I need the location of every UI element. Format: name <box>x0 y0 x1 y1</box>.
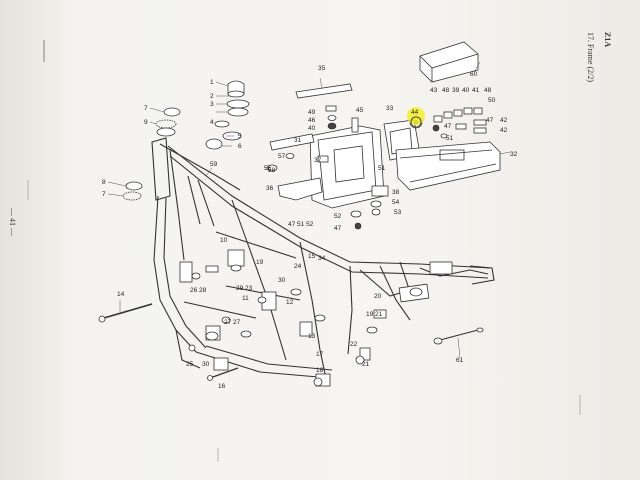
part-label: 58 <box>268 167 276 174</box>
part-label: 1 <box>210 79 214 86</box>
part-label: 37 <box>314 157 322 164</box>
part-label: 6 <box>238 143 242 150</box>
part-label: 38 <box>392 189 400 196</box>
part-label: 51 <box>446 135 454 142</box>
part-label: 42 <box>500 127 508 134</box>
part-label: 26 28 <box>190 287 207 294</box>
model-code: Z1A <box>603 32 612 47</box>
steering-head <box>151 137 171 201</box>
part-label: 3 <box>210 101 214 108</box>
part-labels: 1 2 3 4 5 6 7 9 8 7 59 14 16 25 30 26 28… <box>102 65 518 390</box>
part-label: 49 <box>308 109 316 116</box>
part-label: 5 <box>238 133 242 140</box>
part-label: 35 <box>318 65 326 72</box>
leader-lines <box>107 61 511 359</box>
part-label: 59 <box>210 161 218 168</box>
part-label: 24 <box>294 263 302 270</box>
part-label: 17 <box>316 351 324 358</box>
part-label: 12 <box>286 299 294 306</box>
part-label: 10 <box>220 237 228 244</box>
section-title: 17. Frame (2/2) <box>586 32 595 82</box>
part-label: 47 51 52 <box>288 221 314 228</box>
part-label: 48 <box>442 87 450 94</box>
part-label: 39 <box>452 87 460 94</box>
highlighted-part-44 <box>410 116 422 128</box>
highlighted-part-label: 44 <box>411 109 419 116</box>
frame-tubes <box>151 137 495 387</box>
part-label: 2 <box>210 93 214 100</box>
part-label: 4 <box>210 119 214 126</box>
part-label: 40 <box>308 125 316 132</box>
part-label: 45 <box>356 107 364 114</box>
misc-parts <box>98 249 484 387</box>
part-label: 34 <box>318 255 326 262</box>
part-label: 19 <box>256 259 264 266</box>
page-number: — 41 — <box>8 207 17 237</box>
part-label: 46 <box>308 117 316 124</box>
part-label: 27 27 <box>224 319 241 326</box>
part-label: 8 <box>102 179 106 186</box>
part-label: 53 <box>394 209 402 216</box>
part-label: 61 <box>456 357 464 364</box>
part-label: 42 <box>500 117 508 124</box>
part-label: 32 <box>510 151 518 158</box>
part-label: 47 <box>444 123 452 130</box>
part-label: 56 <box>264 165 272 172</box>
part-label: 30 <box>278 277 286 284</box>
part-label: 50 <box>488 97 496 104</box>
part-label: 9 <box>144 119 148 126</box>
part-label: 15 <box>308 253 316 260</box>
part-label: 30 <box>202 361 210 368</box>
part-label: 36 <box>266 185 274 192</box>
part-label: 33 <box>386 105 394 112</box>
part-label: 14 <box>117 291 125 298</box>
part-label: 48 <box>484 87 492 94</box>
part-label: 13 <box>308 333 316 340</box>
part-label: 60 <box>470 71 478 78</box>
part-label: 52 <box>334 213 342 220</box>
part-label: 54 <box>392 199 400 206</box>
part-label: 57 <box>278 153 286 160</box>
part-label: 7 <box>102 191 106 198</box>
part-label: 41 <box>472 87 480 94</box>
part-label: 31 <box>294 137 302 144</box>
part-label: 11 <box>242 295 249 302</box>
part-label: 47 <box>486 117 494 124</box>
part-label: 7 <box>144 105 148 112</box>
part-label: 18 <box>316 367 324 374</box>
part-label: 29 23 <box>236 285 253 292</box>
part-label: 19 21 <box>366 311 383 318</box>
part-label: 20 <box>374 293 382 300</box>
battery-case-parts <box>266 41 501 230</box>
steering-parts <box>122 80 250 201</box>
part-label: 40 <box>462 87 470 94</box>
part-label: 22 <box>350 341 358 348</box>
part-label: 51 <box>378 165 386 172</box>
part-label: 21 <box>362 361 370 368</box>
part-label: 16 <box>218 383 226 390</box>
part-label: 47 <box>334 225 342 232</box>
part-label: 25 <box>186 361 194 368</box>
part-label: 43 <box>430 87 438 94</box>
